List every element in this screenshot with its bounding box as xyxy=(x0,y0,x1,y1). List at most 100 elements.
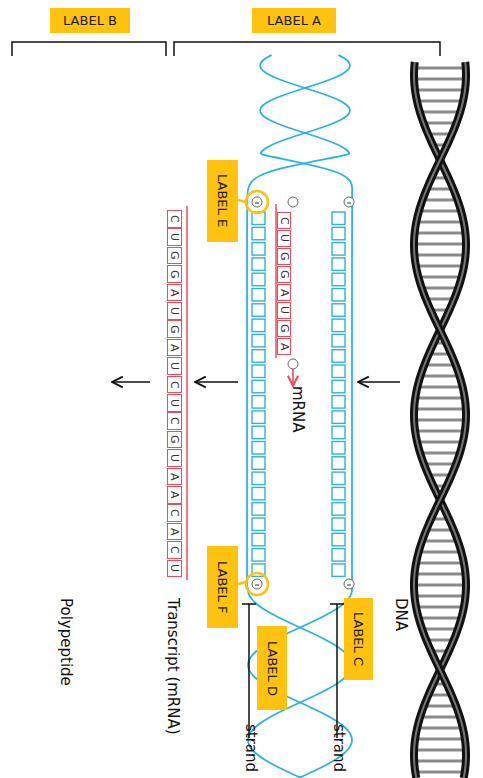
base-pair-rung xyxy=(416,254,463,257)
label-box: LABEL B xyxy=(50,8,130,33)
leader-line xyxy=(242,604,256,738)
nucleotide xyxy=(332,442,345,455)
strand-end xyxy=(252,579,262,589)
nucleotide xyxy=(252,365,265,378)
nucleotide-base: A xyxy=(167,523,182,541)
base-pair-rung xyxy=(421,210,460,213)
base-pair-rung xyxy=(427,639,452,642)
end-mark xyxy=(255,585,259,586)
nucleotide xyxy=(252,334,265,347)
base-pair-rung xyxy=(417,430,463,433)
nucleotide xyxy=(252,426,265,439)
strand-end xyxy=(344,579,354,589)
nucleotide xyxy=(252,549,265,562)
nucleotide-base: G xyxy=(277,248,291,265)
nucleotide xyxy=(332,549,345,562)
nucleotide-base: U xyxy=(167,228,182,246)
unwound-dna xyxy=(246,55,354,778)
base-pair-rung xyxy=(417,232,464,235)
nucleotide xyxy=(252,503,265,516)
nucleotide-base: A xyxy=(167,339,182,357)
nucleotide xyxy=(332,289,345,302)
nucleotide-base: C xyxy=(167,412,182,430)
base-pair-rung xyxy=(416,243,464,246)
base-pair-rung xyxy=(427,298,453,301)
highlight-ring xyxy=(246,191,268,213)
nucleotide xyxy=(332,365,345,378)
nucleotide-base: G xyxy=(167,247,182,265)
nucleotide-base: G xyxy=(277,266,291,283)
nucleotide xyxy=(332,472,345,485)
mrna-backbone xyxy=(186,206,188,580)
base-pair-rung xyxy=(419,727,461,730)
base-pair-rung xyxy=(416,78,464,81)
label-box: LABEL C xyxy=(344,598,373,680)
nucleotide xyxy=(332,564,345,577)
leader-line xyxy=(330,604,344,738)
label-text: LABEL C xyxy=(351,612,366,666)
label-box: LABEL E xyxy=(207,160,238,242)
nucleotide xyxy=(332,457,345,470)
end-mark xyxy=(347,203,351,204)
nucleotide xyxy=(332,212,345,225)
label-text: LABEL B xyxy=(63,13,117,28)
nucleotide xyxy=(252,319,265,332)
base-pair-rung xyxy=(425,705,455,708)
dna-strand xyxy=(247,585,352,778)
nucleotide xyxy=(252,442,265,455)
nucleotide xyxy=(332,273,345,286)
nucleotide-base: C xyxy=(277,212,291,229)
base-pair-rung xyxy=(422,452,459,455)
base-pair-rung xyxy=(422,716,459,719)
highlight-ring xyxy=(246,573,268,595)
nucleotide-base: A xyxy=(167,468,182,486)
base-pair-rung xyxy=(420,276,460,279)
nucleotide xyxy=(332,518,345,531)
nucleotide-base: C xyxy=(167,376,182,394)
nucleotide xyxy=(252,304,265,317)
part-label: Polypeptide xyxy=(57,598,75,686)
nucleotide xyxy=(252,472,265,485)
dna-strand xyxy=(260,55,352,585)
process-arrow xyxy=(358,381,400,383)
base-pair-rung xyxy=(417,89,463,92)
label-text: LABEL D xyxy=(265,641,280,696)
end-mark xyxy=(255,203,259,204)
strand-end xyxy=(288,197,298,207)
nucleotide xyxy=(252,533,265,546)
nucleotide xyxy=(252,243,265,256)
dna-backbone-highlight xyxy=(414,62,466,778)
base-pair-rung xyxy=(419,441,461,444)
nucleotide-base: G xyxy=(277,320,291,337)
nucleotide-base: G xyxy=(167,265,182,283)
process-arrow xyxy=(112,381,150,383)
nucleotide-base: U xyxy=(277,230,291,247)
nucleotide xyxy=(332,380,345,393)
base-pair-rung xyxy=(417,738,463,741)
leader-line xyxy=(238,200,246,202)
base-pair-rung xyxy=(417,771,463,774)
label-box: LABEL F xyxy=(207,546,238,628)
nucleotide xyxy=(252,411,265,424)
mrna-strand xyxy=(187,197,298,580)
nucleotide-base: U xyxy=(167,357,182,375)
nucleotide-base: U xyxy=(167,302,182,320)
base-pair-rung xyxy=(425,122,455,125)
nucleotide xyxy=(332,350,345,363)
nucleotide-base: C xyxy=(167,210,182,228)
process-arrow xyxy=(195,381,238,383)
bracket xyxy=(12,42,166,56)
nucleotide xyxy=(252,487,265,500)
label-box: LABEL D xyxy=(257,626,287,710)
base-pair-rung xyxy=(418,562,462,565)
nucleotide xyxy=(252,396,265,409)
nucleotide xyxy=(252,380,265,393)
dna-backbone xyxy=(414,62,466,778)
nucleotide xyxy=(332,503,345,516)
base-pair-rung xyxy=(419,100,462,103)
bracket xyxy=(174,42,440,56)
nucleotide-base: A xyxy=(167,486,182,504)
base-pair-rung xyxy=(416,749,464,752)
dna-helix xyxy=(414,62,466,778)
nucleotide xyxy=(332,334,345,347)
